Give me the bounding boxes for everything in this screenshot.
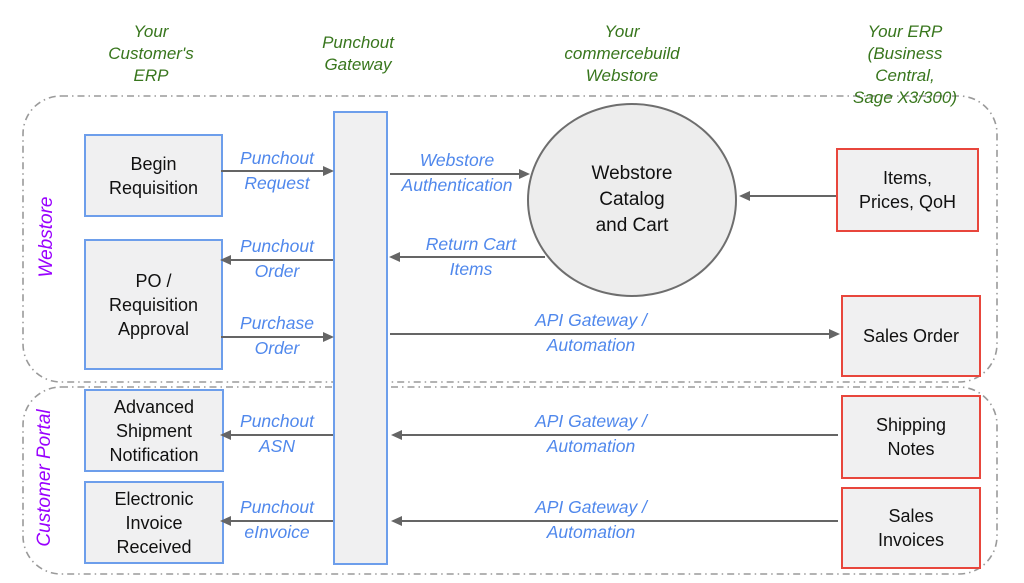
header-punchout-gateway: Punchout Gateway xyxy=(322,33,394,74)
arrow-items-to-catalog xyxy=(739,191,836,201)
header-your-erp: Your ERP (Business Central, Sage X3/300) xyxy=(853,22,957,107)
label-punchout-asn: Punchout ASN xyxy=(240,411,314,456)
arrowhead-left xyxy=(220,255,231,265)
label-webstore-authentication: Webstore Authentication xyxy=(401,150,513,195)
label-api-gateway-shipping: API Gateway / Automation xyxy=(535,411,647,456)
node-po-requisition-approval: PO / Requisition Approval xyxy=(84,239,223,370)
node-advanced-shipment-notification: Advanced Shipment Notification xyxy=(84,389,224,472)
arrow-punchout-asn xyxy=(220,430,333,440)
arrowhead-left xyxy=(220,430,231,440)
arrow-return-cart-items xyxy=(389,252,545,262)
arrowhead-left xyxy=(220,516,231,526)
label-return-cart-items: Return Cart Items xyxy=(425,234,517,279)
label-api-gateway-invoices: API Gateway / Automation xyxy=(535,497,647,542)
arrow-webstore-authentication xyxy=(390,169,530,179)
arrow-punchout-request xyxy=(221,166,334,176)
arrowhead-right xyxy=(519,169,530,179)
arrowhead-right xyxy=(323,166,334,176)
node-webstore-catalog-and-cart: Webstore Catalog and Cart xyxy=(527,103,737,297)
arrow-api-gateway-invoices xyxy=(391,516,838,526)
arrow-purchase-order xyxy=(221,332,334,342)
arrowhead-left xyxy=(391,516,402,526)
node-electronic-invoice-received: Electronic Invoice Received xyxy=(84,481,224,564)
node-sales-invoices: Sales Invoices xyxy=(841,487,981,569)
label-punchout-einvoice: Punchout eInvoice xyxy=(240,497,314,542)
node-begin-requisition: Begin Requisition xyxy=(84,134,223,217)
header-commercebuild-webstore: Your commercebuild Webstore xyxy=(564,22,680,85)
arrow-api-gateway-sales-order xyxy=(390,329,840,339)
node-sales-order: Sales Order xyxy=(841,295,981,377)
arrow-punchout-order xyxy=(220,255,333,265)
label-purchase-order: Purchase Order xyxy=(240,313,314,358)
label-api-gateway-sales-order: API Gateway / Automation xyxy=(535,310,647,355)
node-shipping-notes: Shipping Notes xyxy=(841,395,981,479)
arrowhead-right xyxy=(323,332,334,342)
arrow-punchout-einvoice xyxy=(220,516,333,526)
label-punchout-order: Punchout Order xyxy=(240,236,314,281)
arrowhead-right xyxy=(829,329,840,339)
arrowhead-left xyxy=(739,191,750,201)
arrow-api-gateway-shipping xyxy=(391,430,838,440)
node-items-prices-qoh: Items, Prices, QoH xyxy=(836,148,979,232)
zone-label-webstore: Webstore xyxy=(36,196,57,278)
arrowhead-left xyxy=(391,430,402,440)
node-punchout-gateway-bar xyxy=(333,111,388,565)
label-punchout-request: Punchout Request xyxy=(240,148,314,193)
zone-label-customer-portal: Customer Portal xyxy=(34,409,55,547)
arrowhead-left xyxy=(389,252,400,262)
header-customer-erp: Your Customer's ERP xyxy=(108,22,194,85)
